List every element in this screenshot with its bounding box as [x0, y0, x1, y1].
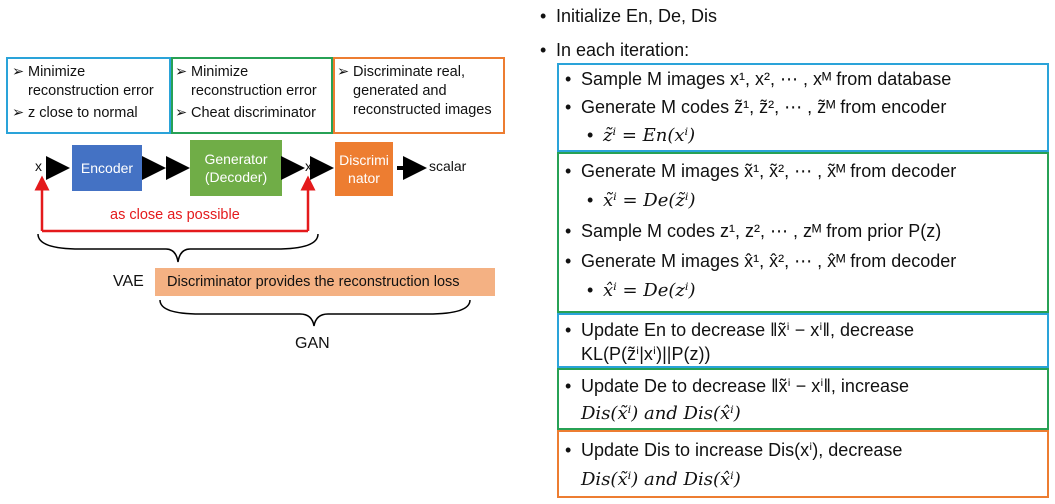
vae-label: VAE [113, 273, 144, 290]
arrow-bullet-icon: ➢ [175, 64, 188, 80]
goal-text: z close to normal [28, 105, 138, 121]
close-bracket [34, 175, 316, 233]
arrow-bullet-icon: ➢ [175, 105, 188, 121]
loss-box: Discriminator provides the reconstructio… [155, 268, 495, 296]
bullet-icon: • [587, 190, 594, 210]
discriminator-goals-box: ➢Discriminate real, generated and recons… [333, 57, 505, 134]
goal-text: Cheat discriminator [191, 105, 316, 121]
bullet-icon: • [587, 125, 594, 145]
scalar-label: scalar [429, 158, 467, 174]
bullet-icon: • [565, 161, 572, 181]
x-reconstructed-label: x [305, 158, 312, 174]
bullet-icon: • [565, 440, 572, 460]
update-decoder-box: •Update De to decrease ‖x̃ⁱ − xⁱ‖, incre… [557, 368, 1049, 430]
gan-brace [159, 299, 471, 327]
bullet-icon: • [540, 40, 547, 60]
bullet-icon: • [540, 6, 547, 26]
update-encoder-line: •Update En to decrease ‖x̃ⁱ − xⁱ‖, decre… [565, 320, 914, 340]
discriminator-label: Discrimi nator [339, 152, 389, 186]
generate-images-prior-step: •Generate M images x̂¹, x̂², ⋯ , x̂ᴹ fro… [565, 251, 957, 271]
iteration-item: •In each iteration: [540, 40, 690, 60]
update-encoder-box: •Update En to decrease ‖x̃ⁱ − xⁱ‖, decre… [557, 313, 1049, 368]
goal-text: Discriminate real, generated and reconst… [353, 64, 492, 118]
encoder-equation: •z̃ⁱ = En(xⁱ) [587, 125, 696, 146]
close-label: as close as possible [110, 207, 240, 223]
discriminator-block: Discrimi nator [335, 142, 393, 196]
update-decoder-dis: Dis(x̃ⁱ) and Dis(x̂ⁱ) [581, 403, 741, 424]
generator-label: Generator (Decoder) [204, 151, 268, 185]
generate-images-decoder-step: •Generate M images x̃¹, x̃², ⋯ , x̃ᴹ fro… [565, 161, 957, 181]
vae-brace [37, 233, 319, 263]
goal-text: Minimize reconstruction error [191, 64, 317, 99]
encoder-label: Encoder [80, 160, 134, 176]
bullet-icon: • [565, 69, 572, 89]
arrow-bullet-icon: ➢ [12, 64, 25, 80]
encoder-goals-box: ➢Minimize reconstruction error ➢z close … [6, 57, 171, 134]
gan-label: GAN [295, 335, 330, 352]
decoder-step-box: •Generate M images x̃¹, x̃², ⋯ , x̃ᴹ fro… [557, 152, 1049, 313]
loss-label: Discriminator provides the reconstructio… [167, 274, 460, 290]
update-discriminator-dis: Dis(x̃ⁱ) and Dis(x̂ⁱ) [581, 469, 741, 490]
sample-images-step: •Sample M images x¹, x², ⋯ , xᴹ from dat… [565, 69, 952, 89]
update-encoder-kl: KL(P(z̃ⁱ|xⁱ)||P(z)) [581, 344, 711, 364]
update-discriminator-line: •Update Dis to increase Dis(xⁱ), decreas… [565, 440, 903, 460]
diagram-connectors [34, 156, 471, 327]
encoder-block: Encoder [72, 145, 142, 191]
generator-goals-box: ➢Minimize reconstruction error ➢Cheat di… [171, 57, 333, 134]
update-decoder-line: •Update De to decrease ‖x̃ⁱ − xⁱ‖, incre… [565, 376, 909, 396]
bullet-icon: • [565, 221, 572, 241]
bullet-icon: • [565, 97, 572, 117]
prior-equation: •x̂ⁱ = De(zⁱ) [587, 280, 696, 301]
generate-codes-step: •Generate M codes z̃¹, z̃², ⋯ , z̃ᴹ from… [565, 97, 947, 117]
sample-codes-step: •Sample M codes z¹, z², ⋯ , zᴹ from prio… [565, 221, 942, 241]
bullet-icon: • [587, 280, 594, 300]
arrow-bullet-icon: ➢ [12, 105, 25, 121]
bullet-icon: • [565, 376, 572, 396]
arrow-bullet-icon: ➢ [337, 64, 350, 80]
update-discriminator-box: •Update Dis to increase Dis(xⁱ), decreas… [557, 430, 1049, 498]
x-input-label: x [35, 158, 42, 174]
decoder-equation: •x̃ⁱ = De(z̃ⁱ) [587, 190, 696, 211]
bullet-icon: • [565, 320, 572, 340]
bullet-icon: • [565, 251, 572, 271]
generator-block: Generator (Decoder) [190, 140, 282, 196]
goal-text: Minimize reconstruction error [28, 64, 154, 99]
encoder-step-box: •Sample M images x¹, x², ⋯ , xᴹ from dat… [557, 63, 1049, 152]
init-item: •Initialize En, De, Dis [540, 6, 718, 26]
